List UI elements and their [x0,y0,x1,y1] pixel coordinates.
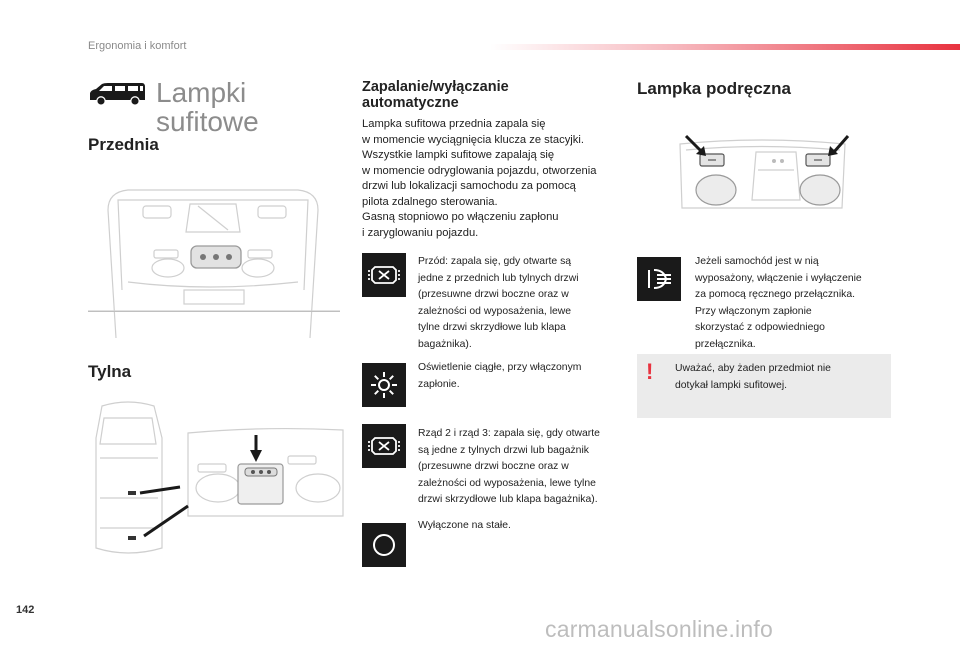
van-icon [88,82,146,111]
page-title: Lampki sufitowe [156,78,259,136]
page-number: 142 [16,604,35,616]
watermark: carmanualsonline.info [545,616,773,642]
door-lamp-icon-rear [362,424,406,468]
section-title: Ergonomia i komfort [88,40,187,52]
auto-heading: Zapalanie/wyłączanie automatyczne [362,79,509,111]
reading-lamp-icon [637,257,681,301]
reading-heading: Lampka podręczna [637,79,791,98]
mode-rear-text: Rząd 2 i rząd 3: zapala się, gdy otwarte… [418,428,600,505]
rear-lamp-illustration [88,398,348,568]
warning-box [637,354,891,418]
reading-lamp-illustration [660,130,860,225]
auto-heading-line1: Zapalanie/wyłączanie [362,79,509,95]
mode-constant-text: Oświetlenie ciągłe, przy włączonym zapło… [418,362,582,390]
door-lamp-icon [362,253,406,297]
header-accent-bar [490,44,960,50]
auto-description: Lampka sufitowa przednia zapala się w mo… [362,118,597,239]
sun-lamp-icon [362,363,406,407]
page-title-line2: sufitowe [156,106,259,137]
front-lamp-illustration [88,170,340,345]
page-title-line1: Lampki [156,77,247,108]
warning-text: Uważać, aby żaden przedmiot nie dotykał … [675,363,831,391]
mode-front-text: Przód: zapala się, gdy otwarte są jedne … [418,256,579,350]
front-divider [88,311,340,312]
warning-icon: ! [646,359,654,384]
circle-off-icon [362,523,406,567]
front-heading: Przednia [88,135,159,154]
rear-heading: Tylna [88,362,132,381]
reading-description: Jeżeli samochód jest w nią wyposażony, w… [695,256,862,350]
mode-off-text: Wyłączone na stałe. [418,520,511,531]
auto-heading-line2: automatyczne [362,95,459,111]
